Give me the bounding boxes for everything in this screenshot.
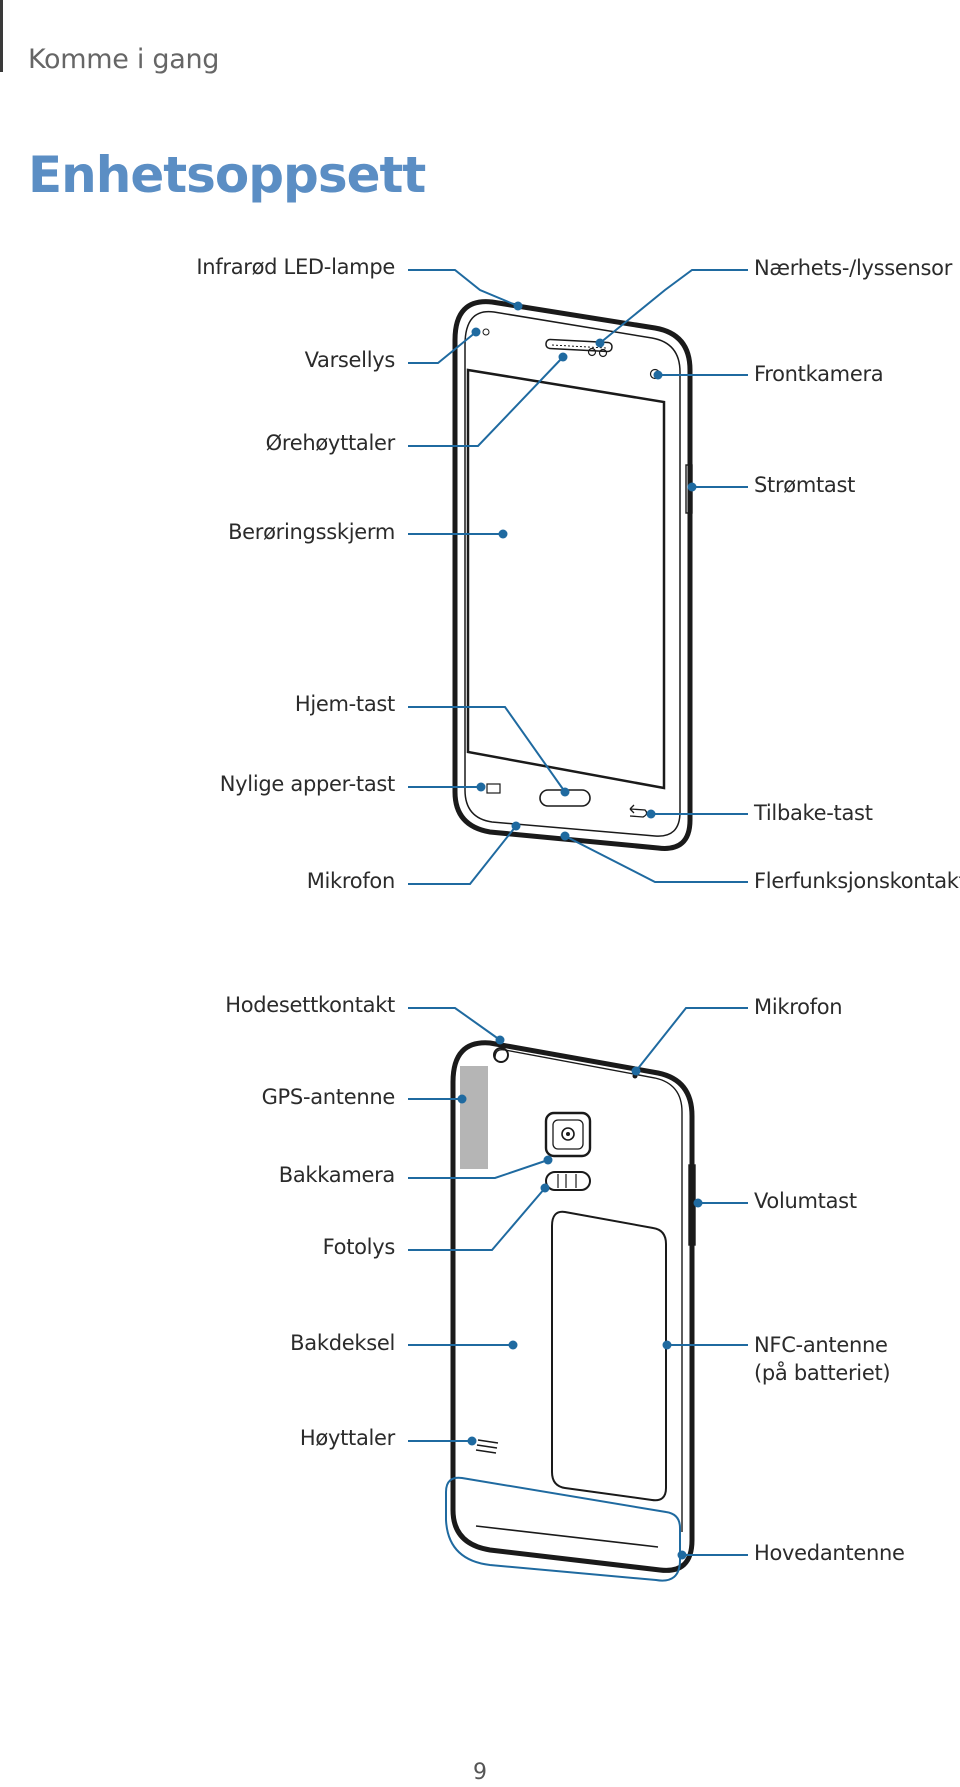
phone-back <box>445 1040 696 1582</box>
label-main-antenna: Hovedantenne <box>754 1541 905 1565</box>
label-proximity-sensor: Nærhets-/lyssensor <box>754 256 953 280</box>
label-back-cover: Bakdeksel <box>290 1331 395 1355</box>
label-flash: Fotolys <box>322 1235 396 1259</box>
label-recent-apps-key: Nylige apper-tast <box>219 772 396 796</box>
label-front-camera: Frontkamera <box>754 362 884 386</box>
page-title: Enhetsoppsett <box>28 146 426 204</box>
label-back-microphone: Mikrofon <box>754 995 843 1019</box>
section-title: Komme i gang <box>28 44 220 75</box>
label-ir-led: Infrarød LED-lampe <box>196 255 395 279</box>
label-touchscreen: Berøringsskjerm <box>228 520 395 544</box>
label-home-key: Hjem-tast <box>294 692 395 716</box>
label-nfc-antenna: NFC-antenne <box>754 1333 888 1357</box>
page-number: 9 <box>473 1760 487 1785</box>
label-front-microphone: Mikrofon <box>306 869 396 893</box>
header-rule <box>0 0 3 72</box>
phone-front <box>452 299 693 851</box>
label-volume-key: Volumtast <box>754 1189 857 1213</box>
label-rear-camera: Bakkamera <box>278 1163 396 1187</box>
label-notification-light: Varsellys <box>304 348 396 372</box>
label-power-key: Strømtast <box>754 473 856 497</box>
gps-area <box>460 1066 488 1169</box>
label-headset-jack: Hodesettkontakt <box>225 993 395 1017</box>
label-gps-antenna: GPS-antenne <box>261 1085 396 1109</box>
label-multipurpose-jack: Flerfunksjonskontakt <box>754 869 960 893</box>
label-back-key: Tilbake-tast <box>754 801 873 825</box>
label-nfc-antenna-note: (på batteriet) <box>754 1361 891 1385</box>
front-callouts <box>408 269 748 885</box>
label-speaker: Høyttaler <box>299 1426 395 1450</box>
back-callouts <box>408 1007 748 1560</box>
label-earpiece: Ørehøyttaler <box>265 431 396 455</box>
